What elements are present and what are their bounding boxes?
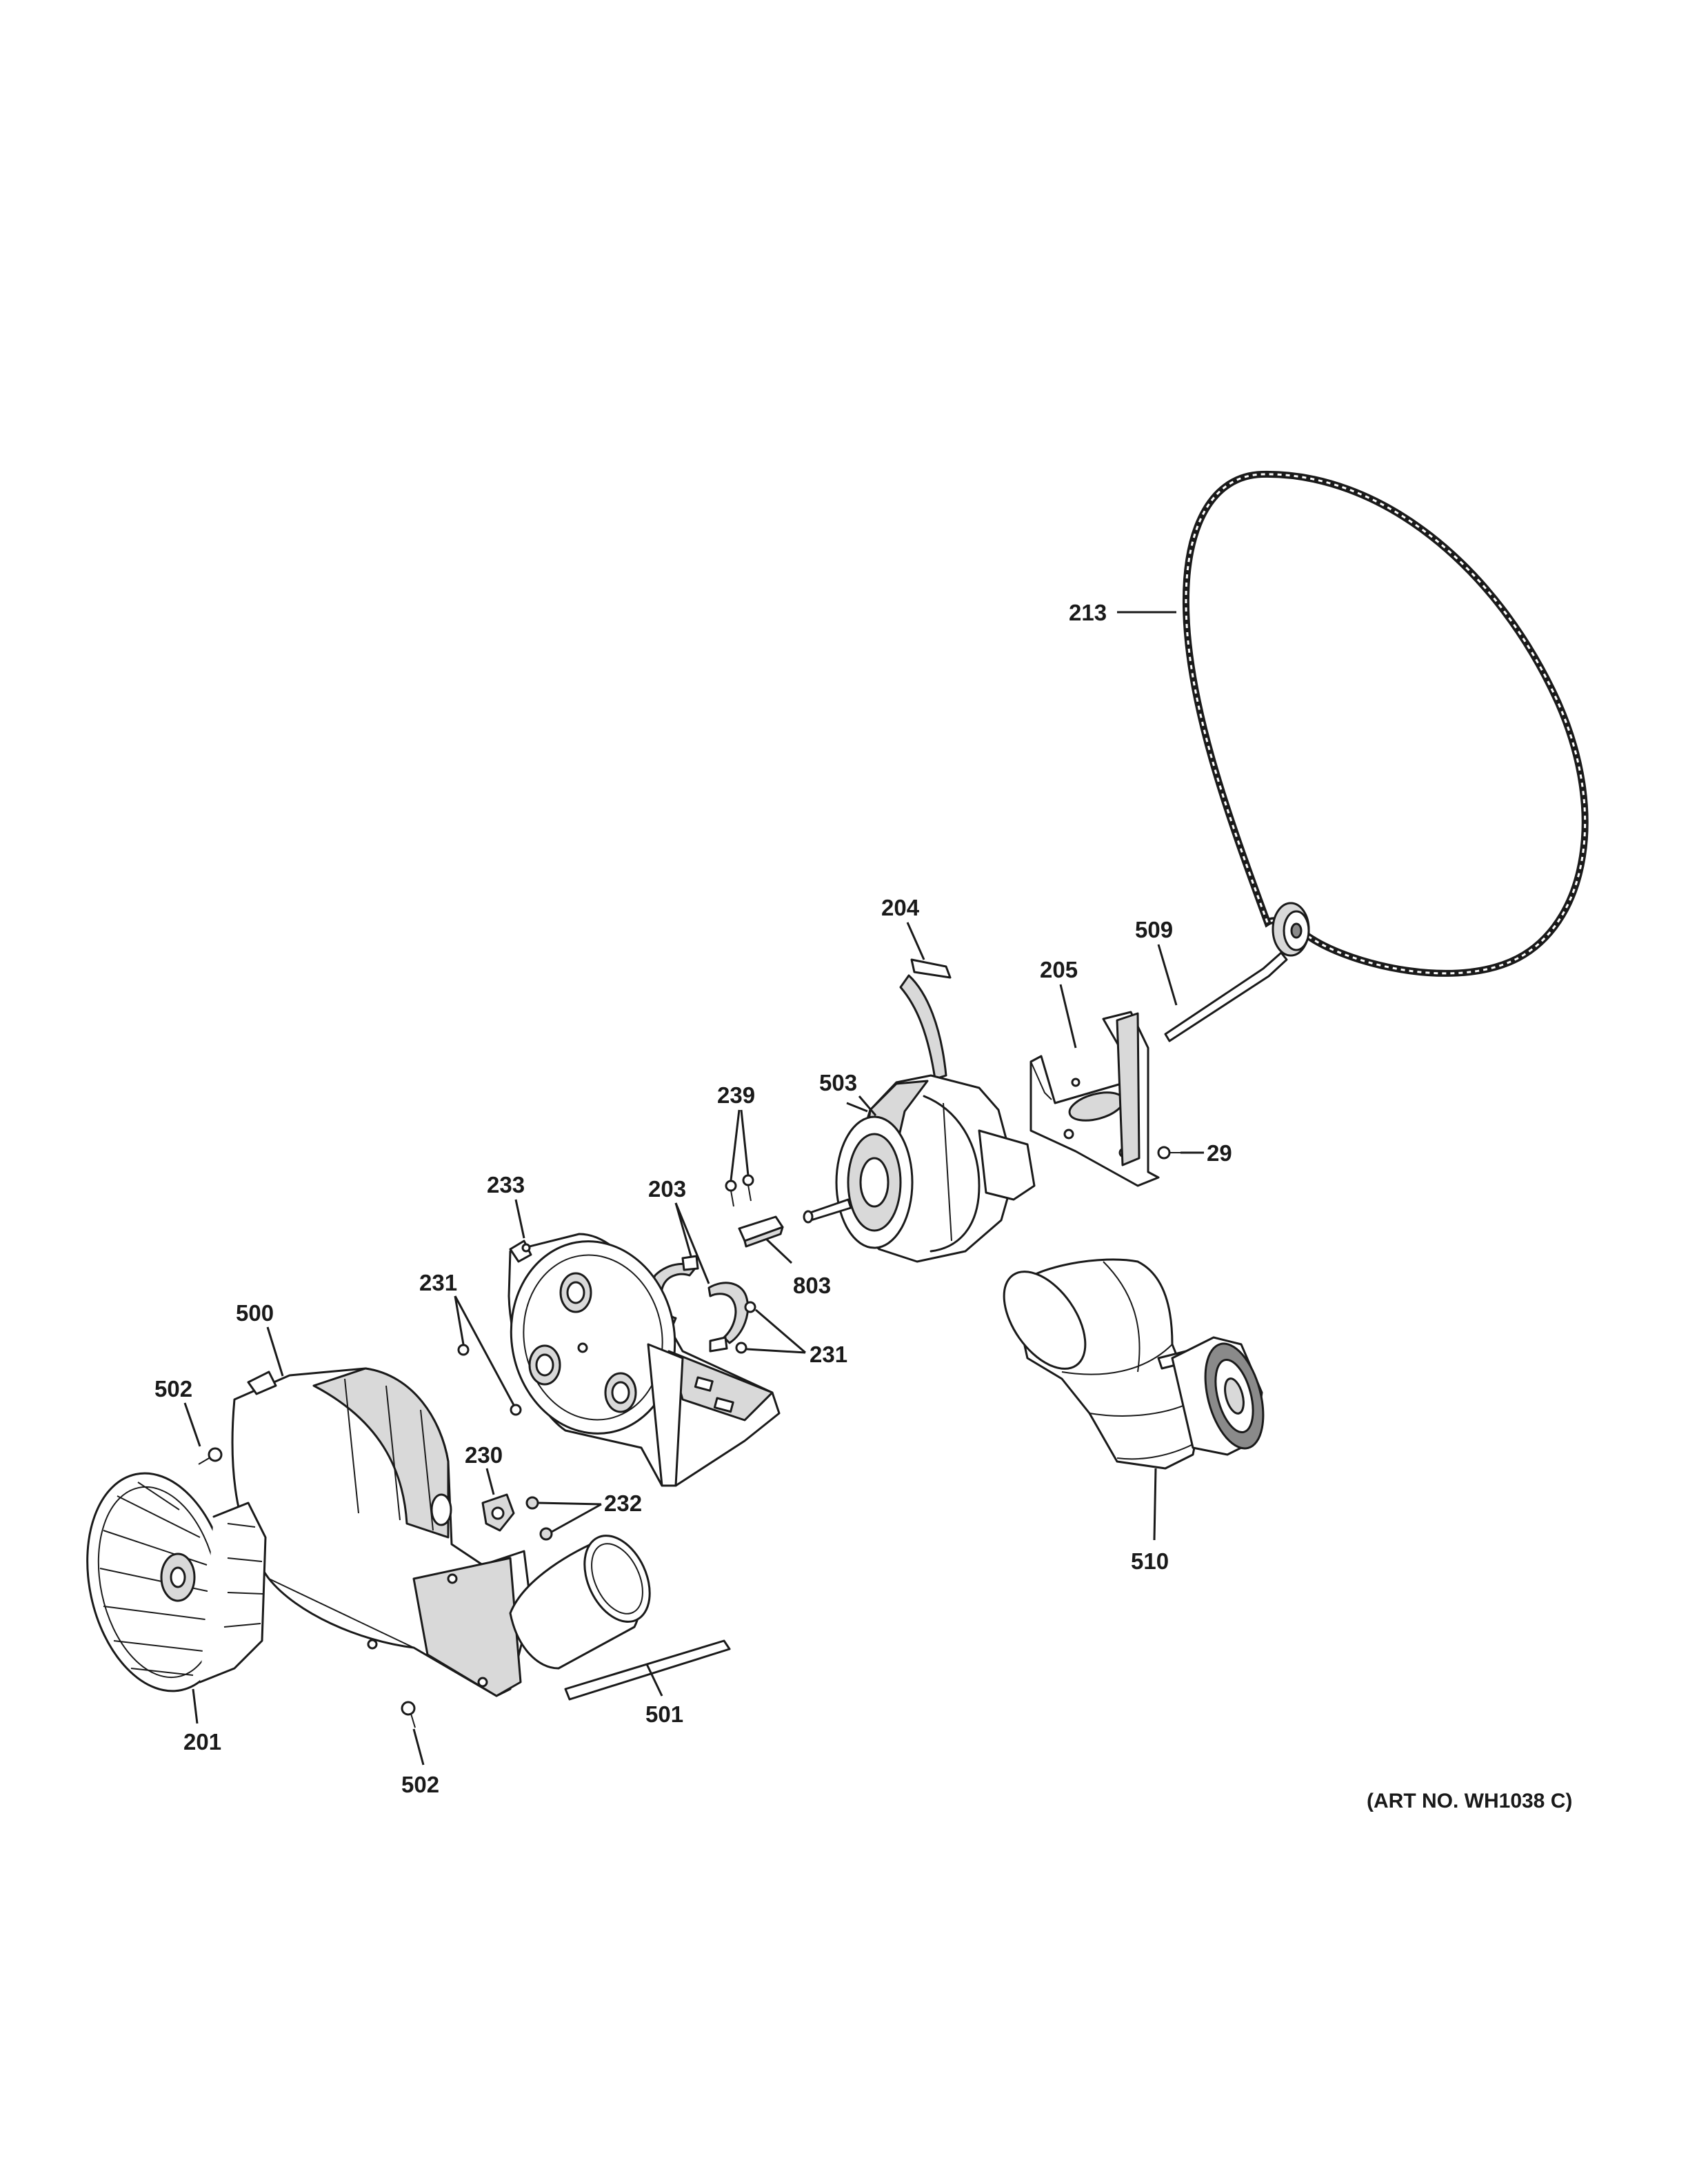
screw-29-part[interactable] [1157, 1146, 1180, 1160]
idler-bracket-part[interactable] [1029, 1011, 1160, 1187]
idler-pulley-part[interactable] [1164, 902, 1310, 1042]
drive-motor-part[interactable] [803, 1074, 1036, 1263]
callout-213: 213 [1069, 600, 1107, 625]
callout-230: 230 [465, 1442, 503, 1468]
blower-housing-back-part[interactable] [496, 1228, 781, 1487]
screws-231-left-part[interactable] [457, 1344, 522, 1416]
drive-belt-part[interactable] [1182, 470, 1589, 977]
clip-230-part[interactable] [481, 1493, 515, 1532]
screw-502-upper-part[interactable] [198, 1447, 223, 1465]
blower-housing-front-part[interactable] [231, 1367, 532, 1697]
callout-501: 501 [645, 1701, 683, 1727]
callout-232: 232 [604, 1490, 642, 1516]
callout-205: 205 [1040, 957, 1078, 982]
callout-502-upper: 502 [154, 1376, 192, 1402]
leader-lines [183, 611, 1204, 1766]
callout-500: 500 [236, 1300, 274, 1326]
callout-labels: 213 204 509 205 503 29 239 233 203 803 2… [154, 600, 1232, 1797]
callout-803: 803 [793, 1273, 831, 1298]
vent-duct-part[interactable] [987, 1257, 1274, 1470]
exhaust-duct-part[interactable] [509, 1525, 663, 1670]
callout-231-right: 231 [810, 1342, 847, 1367]
callout-233: 233 [487, 1172, 525, 1197]
screws-231-right-part[interactable] [735, 1301, 756, 1354]
gasket-strip-part[interactable] [564, 1639, 731, 1701]
blower-wheel-part[interactable] [68, 1460, 267, 1705]
callout-204: 204 [881, 895, 920, 920]
screw-502-lower-part[interactable] [401, 1701, 416, 1728]
callout-510: 510 [1131, 1548, 1169, 1574]
callout-503: 503 [819, 1070, 857, 1095]
callout-231-left: 231 [419, 1270, 457, 1295]
screws-239-part[interactable] [725, 1174, 754, 1207]
callout-203: 203 [648, 1176, 686, 1202]
callout-509: 509 [1135, 917, 1173, 942]
motor-clip-part[interactable] [899, 958, 952, 1080]
art-number-label: (ART NO. WH1038 C) [1367, 1790, 1573, 1812]
callout-201: 201 [183, 1729, 221, 1755]
callout-29: 29 [1207, 1140, 1232, 1166]
screws-232-part[interactable] [525, 1496, 553, 1541]
callout-239: 239 [717, 1082, 755, 1108]
callout-502-lower: 502 [401, 1772, 439, 1797]
motor-switch-part[interactable] [738, 1215, 784, 1248]
